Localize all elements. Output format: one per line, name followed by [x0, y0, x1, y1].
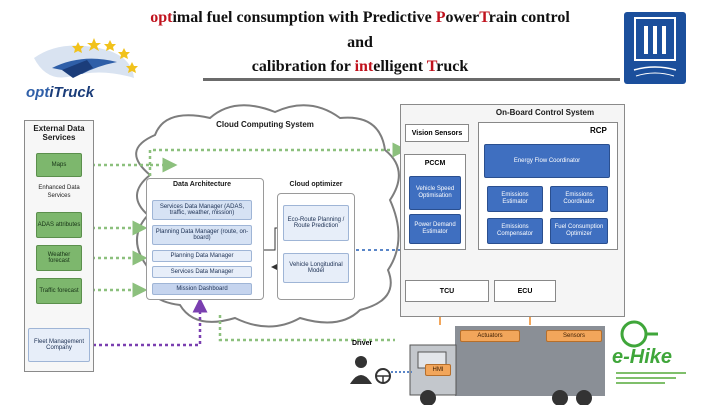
weather-forecast-box: Weather forecast	[36, 245, 82, 271]
title-line-2: and	[347, 34, 373, 51]
onboard-header: On-Board Control System	[495, 108, 595, 117]
optitruck-logo: optiTruck	[22, 28, 162, 104]
actuators-box: Actuators	[460, 330, 520, 342]
enhanced-services-label: Enhanced Data Services	[38, 185, 80, 199]
optitruck-wordmark: optiTruck	[26, 84, 95, 101]
eu-stars-icon	[34, 38, 138, 78]
services-data-manager-lower-box: Services Data Manager	[152, 266, 252, 278]
ehike-logo: e-Hike	[612, 346, 673, 368]
vision-sensors-box: Vision Sensors	[405, 124, 469, 142]
planning-data-box: Planning Data Manager (route, on-board)	[152, 225, 252, 245]
services-data-manager-box: Services Data Manager (ADAS, traffic, we…	[152, 200, 252, 220]
fuel-consumption-optimizer-box: Fuel Consumption Optimizer	[550, 218, 608, 244]
driver-icon	[355, 356, 367, 368]
fleet-management-box: Fleet Management Company	[28, 328, 90, 362]
driver-label: Driver	[352, 340, 373, 347]
cloud-header: Cloud Computing System	[216, 120, 314, 129]
eco-route-planning-box: Eco-Route Planning / Route Prediction	[283, 205, 349, 241]
vehicle-longitudinal-model-box: Vehicle Longitudinal Model	[283, 253, 349, 283]
ehike-tagline-lines	[616, 372, 686, 392]
hmi-box: HMI	[425, 364, 451, 376]
emissions-compensator-box: Emissions Compensator	[487, 218, 543, 244]
emissions-coordinator-box: Emissions Coordinator	[550, 186, 608, 212]
university-logo	[624, 12, 686, 84]
title-rule	[203, 78, 620, 81]
rcp-label: RCP	[590, 126, 607, 135]
adas-attributes-box: ADAS attributes	[36, 212, 82, 238]
traffic-forecast-box: Traffic forecast	[36, 278, 82, 304]
mission-dashboard-box: Mission Dashboard	[152, 283, 252, 295]
power-demand-estimator-box: Power Demand Estimator	[409, 214, 461, 244]
title-line-3: calibration for intelligent Truck	[251, 58, 469, 75]
energy-flow-coordinator-box: Energy Flow Coordinator	[484, 144, 610, 178]
cloud-optimizer-header: Cloud optimizer	[289, 181, 343, 188]
ecu-box: ECU	[494, 280, 556, 302]
emissions-estimator-box: Emissions Estimator	[487, 186, 543, 212]
data-architecture-header: Data Architecture	[172, 181, 232, 188]
ehike-plug-icon	[620, 320, 648, 348]
pccm-label: PCCM	[424, 160, 446, 167]
maps-box: Maps	[36, 153, 82, 177]
external-header: External Data Services	[33, 124, 85, 142]
sensors-box: Sensors	[546, 330, 602, 342]
vehicle-speed-optimisation-box: Vehicle Speed Optimisation	[409, 176, 461, 210]
tcu-box: TCU	[405, 280, 489, 302]
title-line-1: optimal fuel consumption with Predictive…	[150, 9, 570, 26]
planning-data-manager-box: Planning Data Manager	[152, 250, 252, 262]
